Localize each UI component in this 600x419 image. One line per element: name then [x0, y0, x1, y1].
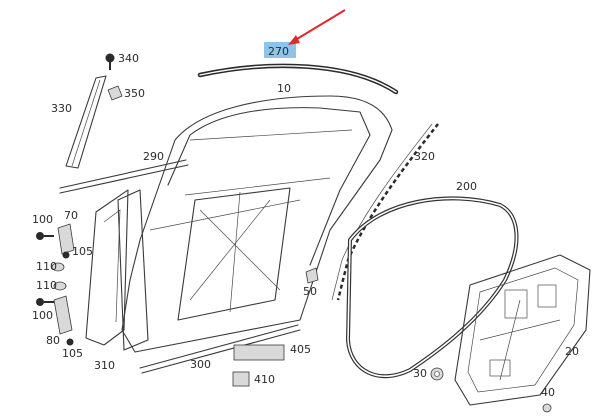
label-270: 270: [268, 45, 289, 58]
part-310-trim: [85, 189, 129, 346]
part-100-bolt-upper: [36, 232, 54, 240]
label-50: 50: [303, 285, 317, 298]
label-105-upper: 105: [72, 245, 93, 258]
part-330-pillar-trim: [65, 75, 107, 169]
part-105-bolt-upper: [62, 251, 70, 259]
label-10: 10: [277, 82, 291, 95]
part-290-belt-strip: [59, 159, 189, 194]
label-340: 340: [118, 52, 139, 65]
part-100-bolt-lower: [36, 298, 54, 306]
label-310: 310: [94, 359, 115, 372]
label-110-upper: 110: [36, 260, 57, 273]
part-10-door-frame: [117, 95, 393, 353]
label-320: 320: [414, 150, 435, 163]
label-330: 330: [51, 102, 72, 115]
part-80-hinge-lower: [53, 295, 73, 335]
label-20: 20: [565, 345, 579, 358]
part-200-door-seal: [345, 196, 519, 379]
label-80: 80: [46, 334, 60, 347]
part-20-door-inner-panel: [454, 254, 591, 406]
label-300: 300: [190, 358, 211, 371]
label-100-lower: 100: [32, 309, 53, 322]
part-405-pad: [233, 344, 285, 361]
label-105-lower: 105: [62, 347, 83, 360]
part-110-washer-lower: [53, 281, 67, 291]
part-410-pad: [232, 371, 250, 387]
label-290: 290: [143, 150, 164, 163]
label-100-upper: 100: [32, 213, 53, 226]
part-340-screw: [105, 53, 115, 70]
label-200: 200: [456, 180, 477, 193]
label-350: 350: [124, 87, 145, 100]
label-30: 30: [413, 367, 427, 380]
part-105-bolt-lower: [66, 338, 74, 346]
part-270-roof-trim: [197, 63, 399, 95]
pointer-arrow: [288, 9, 346, 45]
label-110-lower: 110: [36, 279, 57, 292]
part-70-hinge: [57, 223, 75, 255]
label-405: 405: [290, 343, 311, 356]
part-110-washer-upper: [51, 262, 65, 272]
part-300-sill-strip: [139, 324, 301, 374]
label-410: 410: [254, 373, 275, 386]
highlight-box-270: [264, 42, 296, 58]
part-50-clip: [305, 267, 319, 284]
part-30-grommet: [430, 367, 444, 381]
label-40: 40: [541, 386, 555, 399]
part-350-clip: [107, 85, 123, 101]
part-40-screw: [542, 403, 552, 413]
label-70: 70: [64, 209, 78, 222]
